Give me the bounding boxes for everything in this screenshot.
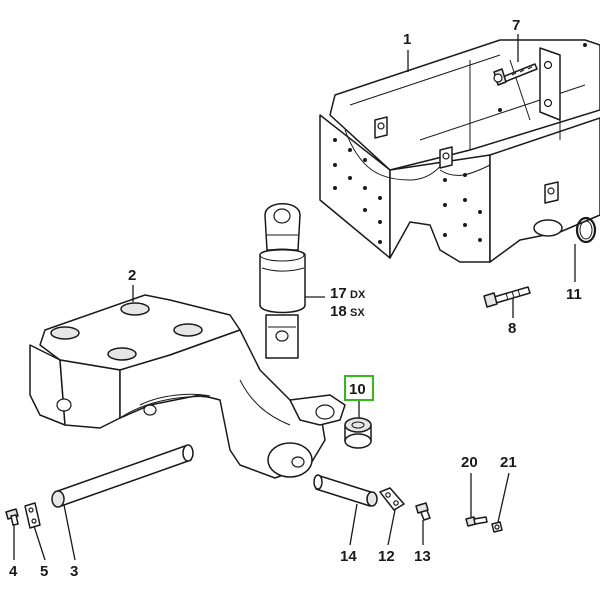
part-14-pin[interactable] bbox=[313, 474, 378, 507]
part-12-plate[interactable] bbox=[379, 487, 405, 511]
highlight-box bbox=[344, 375, 374, 401]
part-4-bolt[interactable] bbox=[5, 508, 19, 526]
callout-21[interactable]: 21 bbox=[500, 454, 517, 471]
part-1-frame[interactable] bbox=[319, 39, 600, 263]
part-20-screw[interactable] bbox=[465, 516, 488, 527]
part-2-bracket[interactable] bbox=[29, 294, 346, 479]
callout-11[interactable]: 11 bbox=[566, 286, 582, 303]
callout-20[interactable]: 20 bbox=[461, 454, 478, 471]
callout-7[interactable]: 7 bbox=[512, 17, 520, 34]
callout-13[interactable]: 13 bbox=[414, 548, 431, 565]
callout-3[interactable]: 3 bbox=[70, 563, 78, 580]
callout-2[interactable]: 2 bbox=[128, 267, 136, 284]
part-3-pin[interactable] bbox=[51, 444, 194, 508]
part-11-ring[interactable] bbox=[575, 216, 597, 244]
part-10-bushing[interactable] bbox=[344, 417, 372, 449]
callout-labels: 1 7 2 17 DX 18 SX 11 8 10 20 21 4 5 3 14… bbox=[9, 17, 582, 580]
part-8-bolt[interactable] bbox=[483, 286, 531, 308]
callout-4[interactable]: 4 bbox=[9, 563, 18, 580]
part-7-bolt[interactable] bbox=[493, 63, 538, 86]
callout-8[interactable]: 8 bbox=[508, 320, 516, 337]
callout-17[interactable]: 17 bbox=[330, 285, 347, 302]
callout-17-suffix: DX bbox=[350, 289, 366, 301]
part-17-18-strut[interactable] bbox=[259, 203, 306, 359]
callout-1[interactable]: 1 bbox=[403, 31, 411, 48]
part-13-bolt[interactable] bbox=[415, 502, 431, 521]
callout-12[interactable]: 12 bbox=[378, 548, 395, 565]
part-21-nipple[interactable] bbox=[491, 521, 503, 533]
part-5-plate[interactable] bbox=[24, 502, 41, 529]
callout-10[interactable]: 10 bbox=[349, 381, 366, 398]
leader-lines bbox=[13, 34, 576, 561]
callout-14[interactable]: 14 bbox=[340, 548, 357, 565]
frame-bolt-holes bbox=[333, 43, 587, 244]
callout-5[interactable]: 5 bbox=[40, 563, 48, 580]
callout-18[interactable]: 18 bbox=[330, 303, 347, 320]
callout-18-suffix: SX bbox=[350, 307, 365, 319]
